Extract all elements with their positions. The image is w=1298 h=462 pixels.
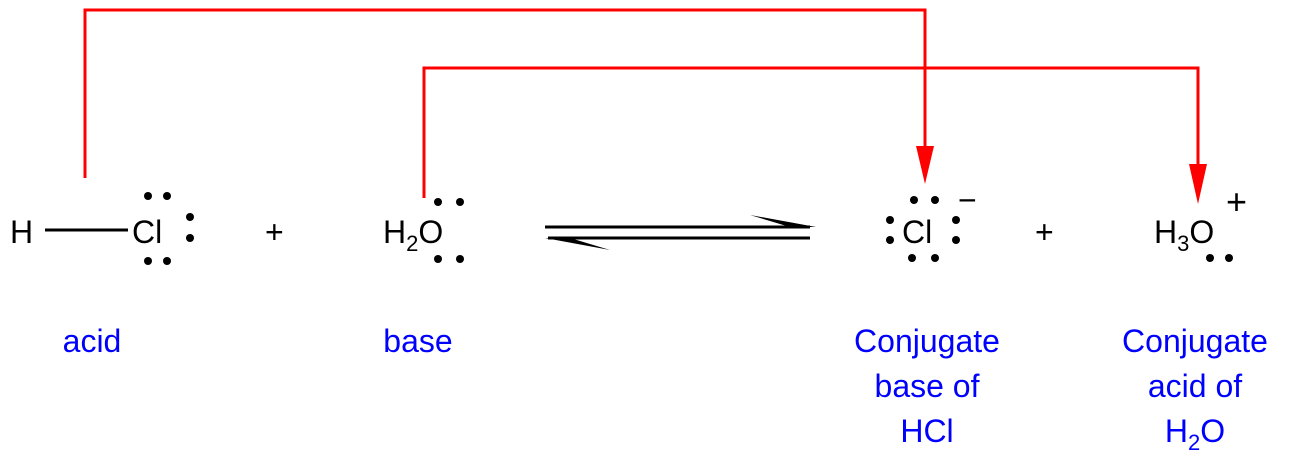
water-formula: H2O [383,214,443,256]
hydrogen-atom: H [10,214,33,250]
hydrogen-symbol: H [1165,413,1188,449]
subscript: 2 [406,231,418,256]
label-line-h2o: H2O [1165,413,1225,455]
positive-charge: + [1226,181,1247,222]
lone-pair-dots [144,192,194,265]
electron-transfer-arrow-hcl-to-chloride [83,8,934,184]
lone-pair-dots [434,198,464,263]
label-line: Conjugate [1122,323,1268,359]
equilibrium-arrows-icon [545,215,816,250]
base-label: base [383,323,452,359]
chlorine-atom: Cl [132,214,162,250]
arrowhead-icon [916,146,934,184]
chlorine-atom: Cl [902,214,932,250]
arrowhead-icon [1189,164,1207,204]
hydrogen-symbol: H [383,214,406,250]
conjugate-base-label: Conjugate base of HCl [854,323,1000,449]
acid-label: acid [63,323,122,359]
oxygen-symbol: O [1200,413,1225,449]
oxygen-symbol: O [418,214,443,250]
conjugate-acid-label: Conjugate acid of H2O [1122,323,1268,455]
subscript: 3 [1177,231,1189,256]
subscript: 2 [1188,430,1200,455]
label-line: Conjugate [854,323,1000,359]
hydrogen-symbol: H [1154,214,1177,250]
label-line: base of [875,368,980,404]
proton-transfer-arrow-water-to-hydronium [422,66,1207,204]
negative-charge: − [958,182,977,218]
lone-pair-dots [1206,254,1233,262]
chloride-ion: Cl − [886,182,977,262]
lone-pair-dots [886,196,960,262]
water-molecule: H2O [383,198,464,263]
plus-sign: + [265,214,284,250]
plus-sign: + [1035,214,1054,250]
hcl-molecule: H Cl [10,192,194,265]
oxygen-symbol: O [1189,214,1214,250]
label-line: HCl [900,413,953,449]
hydronium-formula: H3O [1154,214,1214,256]
hydronium-ion: H3O + [1154,181,1247,262]
label-line: acid of [1148,368,1242,404]
